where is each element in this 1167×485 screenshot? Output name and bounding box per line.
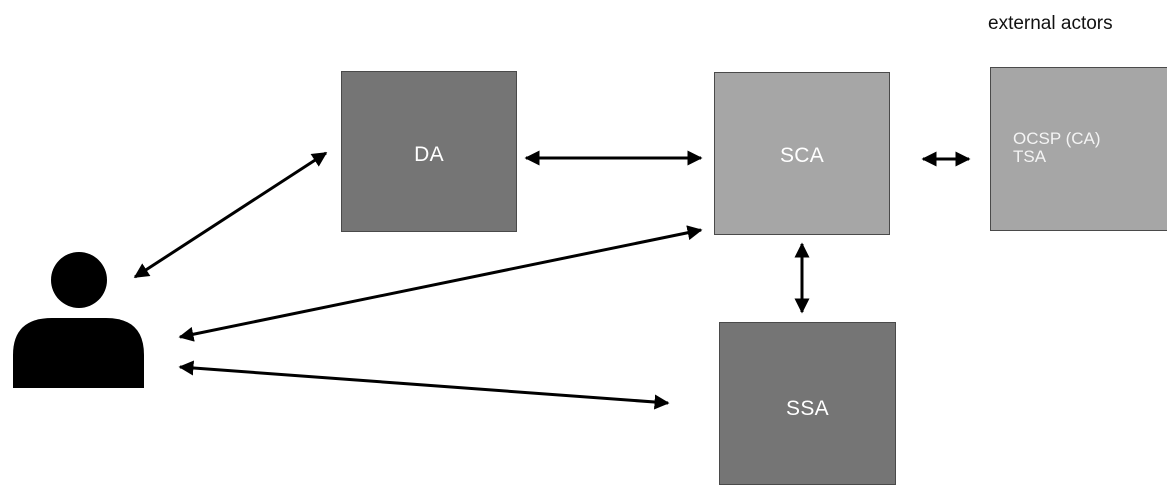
da-label: DA [414, 143, 444, 166]
ssa-label: SSA [786, 397, 829, 420]
ocsp-ca-label: OCSP (CA) [1013, 129, 1101, 148]
ssa-node: SSA [719, 322, 896, 485]
tsa-label: TSA [1013, 147, 1047, 166]
edge-user-ssa [178, 360, 670, 410]
user-icon [13, 252, 144, 388]
da-node: DA [341, 71, 517, 232]
external-actors-node: OCSP (CA) TSA [990, 67, 1167, 231]
edge-user-sca [178, 225, 703, 342]
external-actors-caption: external actors [988, 13, 1113, 34]
edge-user-da [133, 151, 328, 279]
sca-label: SCA [779, 144, 825, 167]
sca-node: SCA [714, 72, 890, 235]
